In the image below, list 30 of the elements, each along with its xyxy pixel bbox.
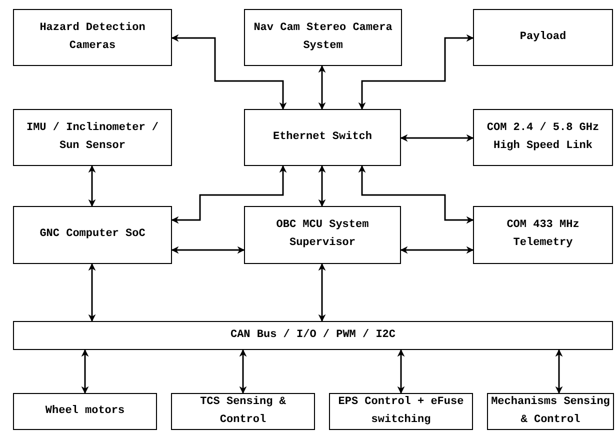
process-box: Payload [473,9,613,66]
arrow [400,246,474,254]
process-box: Hazard Detection Cameras [13,9,172,66]
process-box: Ethernet Switch [244,109,401,166]
arrow [358,165,474,224]
arrow [555,349,563,394]
arrow [88,165,96,207]
process-box: COM 2.4 / 5.8 GHz High Speed Link [473,109,613,166]
arrow [358,34,474,110]
process-box: GNC Computer SoC [13,206,172,264]
arrow [318,165,326,207]
process-box: TCS Sensing & Control [171,393,315,430]
process-box: OBC MCU System Supervisor [244,206,401,264]
arrow [81,349,89,394]
arrow [88,263,96,322]
process-box: EPS Control + eFuse switching [329,393,473,430]
arrow [397,349,405,394]
arrow [318,263,326,322]
process-box: Nav Cam Stereo Camera System [244,9,402,66]
arrow [400,134,474,142]
process-box: COM 433 MHz Telemetry [473,206,613,264]
arrow [171,246,245,254]
process-box: IMU / Inclinometer / Sun Sensor [13,109,172,166]
arrow [239,349,247,394]
arrow [171,34,287,110]
process-box: Wheel motors [13,393,157,430]
arrow [318,65,326,110]
arrow [171,165,287,224]
process-box: Mechanisms Sensing & Control [487,393,614,430]
bus-bar: CAN Bus / I/O / PWM / I2C [13,321,613,350]
